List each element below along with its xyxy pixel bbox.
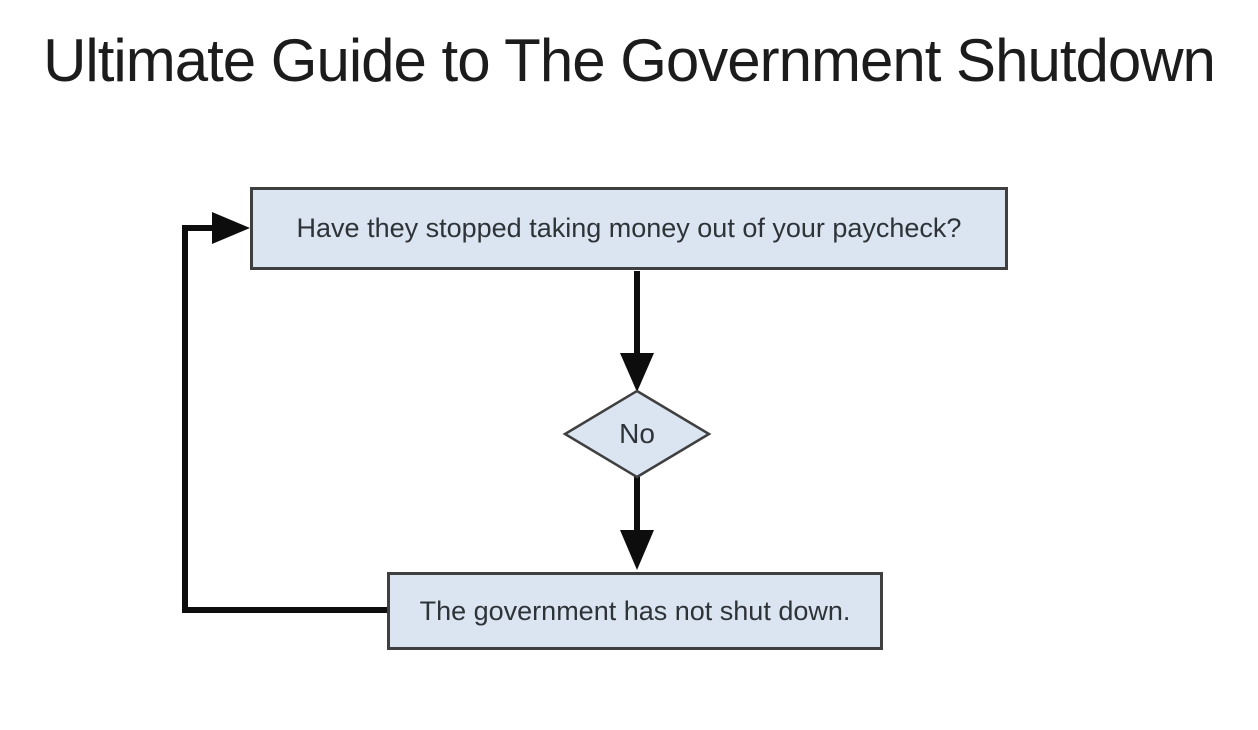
question-box-label: Have they stopped taking money out of yo… (296, 213, 962, 243)
decision-diamond-shape (562, 389, 712, 479)
down-arrowhead-icon (620, 353, 654, 392)
loop-arrow (182, 212, 387, 613)
down-arrowhead-icon (620, 530, 654, 570)
decision-label: No (619, 418, 655, 449)
decision-to-result-arrow (620, 476, 654, 570)
page-title: Ultimate Guide to The Government Shutdow… (43, 27, 1216, 94)
result-box-label: The government has not shut down. (419, 595, 851, 626)
result-box: The government has not shut down. (387, 572, 883, 650)
loop-arrowhead-icon (212, 212, 250, 244)
question-box: Have they stopped taking money out of yo… (250, 187, 1008, 270)
decision-diamond: No (565, 391, 709, 477)
question-to-decision-arrow (620, 271, 654, 392)
